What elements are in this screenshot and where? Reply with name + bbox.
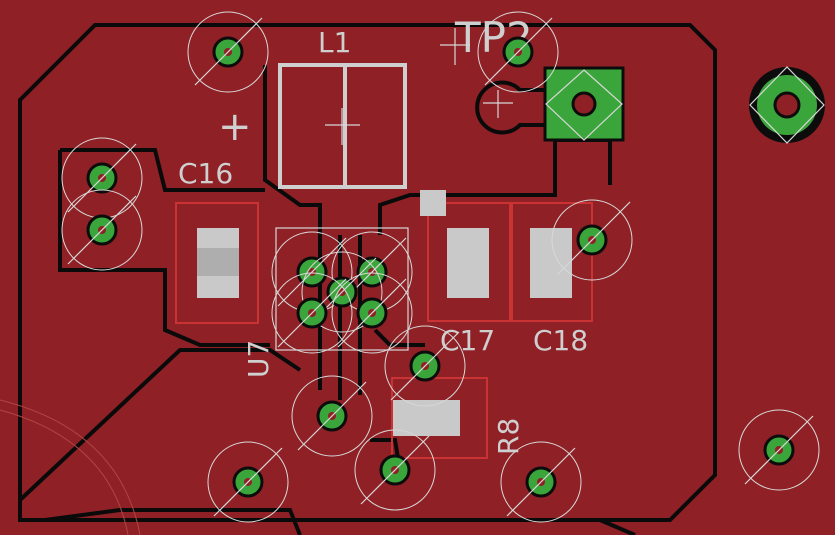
c18-pad[interactable] bbox=[530, 228, 572, 298]
label-plus: + bbox=[218, 104, 252, 150]
mounting-pad-hole bbox=[773, 91, 801, 119]
via[interactable] bbox=[738, 409, 820, 491]
via[interactable] bbox=[477, 11, 559, 93]
via[interactable] bbox=[384, 325, 466, 407]
board-arc-2 bbox=[0, 409, 129, 535]
copper-pour-outline bbox=[18, 23, 717, 522]
via[interactable] bbox=[61, 189, 143, 271]
c16-pad-shade bbox=[197, 248, 239, 276]
via[interactable] bbox=[331, 272, 413, 354]
mounting-pad-diamond bbox=[749, 66, 825, 144]
via[interactable] bbox=[331, 231, 413, 313]
c18-outline bbox=[511, 202, 593, 322]
label-r8: R8 bbox=[492, 418, 525, 455]
via[interactable] bbox=[551, 199, 633, 281]
label-l1: L1 bbox=[318, 26, 351, 59]
via-group bbox=[61, 11, 820, 523]
c17-marker bbox=[420, 190, 446, 216]
square-pad-diamond bbox=[545, 69, 623, 141]
square-pad-hole bbox=[571, 91, 597, 117]
via[interactable] bbox=[271, 231, 353, 313]
label-c16: C16 bbox=[178, 157, 233, 190]
via[interactable] bbox=[301, 251, 383, 333]
l1-body-outline bbox=[278, 63, 407, 189]
tp2-keyhole-outline bbox=[475, 80, 545, 135]
label-u7: U7 bbox=[242, 340, 275, 378]
label-c17: C17 bbox=[440, 324, 495, 357]
via[interactable] bbox=[61, 137, 143, 219]
isolation-trace-bottom bbox=[44, 508, 636, 535]
r8-outline bbox=[391, 377, 488, 459]
via[interactable] bbox=[291, 375, 373, 457]
isolation-region-left bbox=[58, 148, 270, 347]
label-c18: C18 bbox=[533, 324, 588, 357]
via[interactable] bbox=[271, 272, 353, 354]
c16-outline bbox=[175, 202, 259, 324]
c16-pad[interactable] bbox=[197, 228, 239, 298]
via[interactable] bbox=[207, 441, 289, 523]
via[interactable] bbox=[354, 429, 436, 511]
c17-outline bbox=[427, 202, 511, 322]
c17-pad[interactable] bbox=[447, 228, 489, 298]
via[interactable] bbox=[187, 11, 269, 93]
board-arc bbox=[0, 399, 141, 535]
via[interactable] bbox=[500, 441, 582, 523]
isolation-trace-lower-left bbox=[18, 348, 302, 502]
